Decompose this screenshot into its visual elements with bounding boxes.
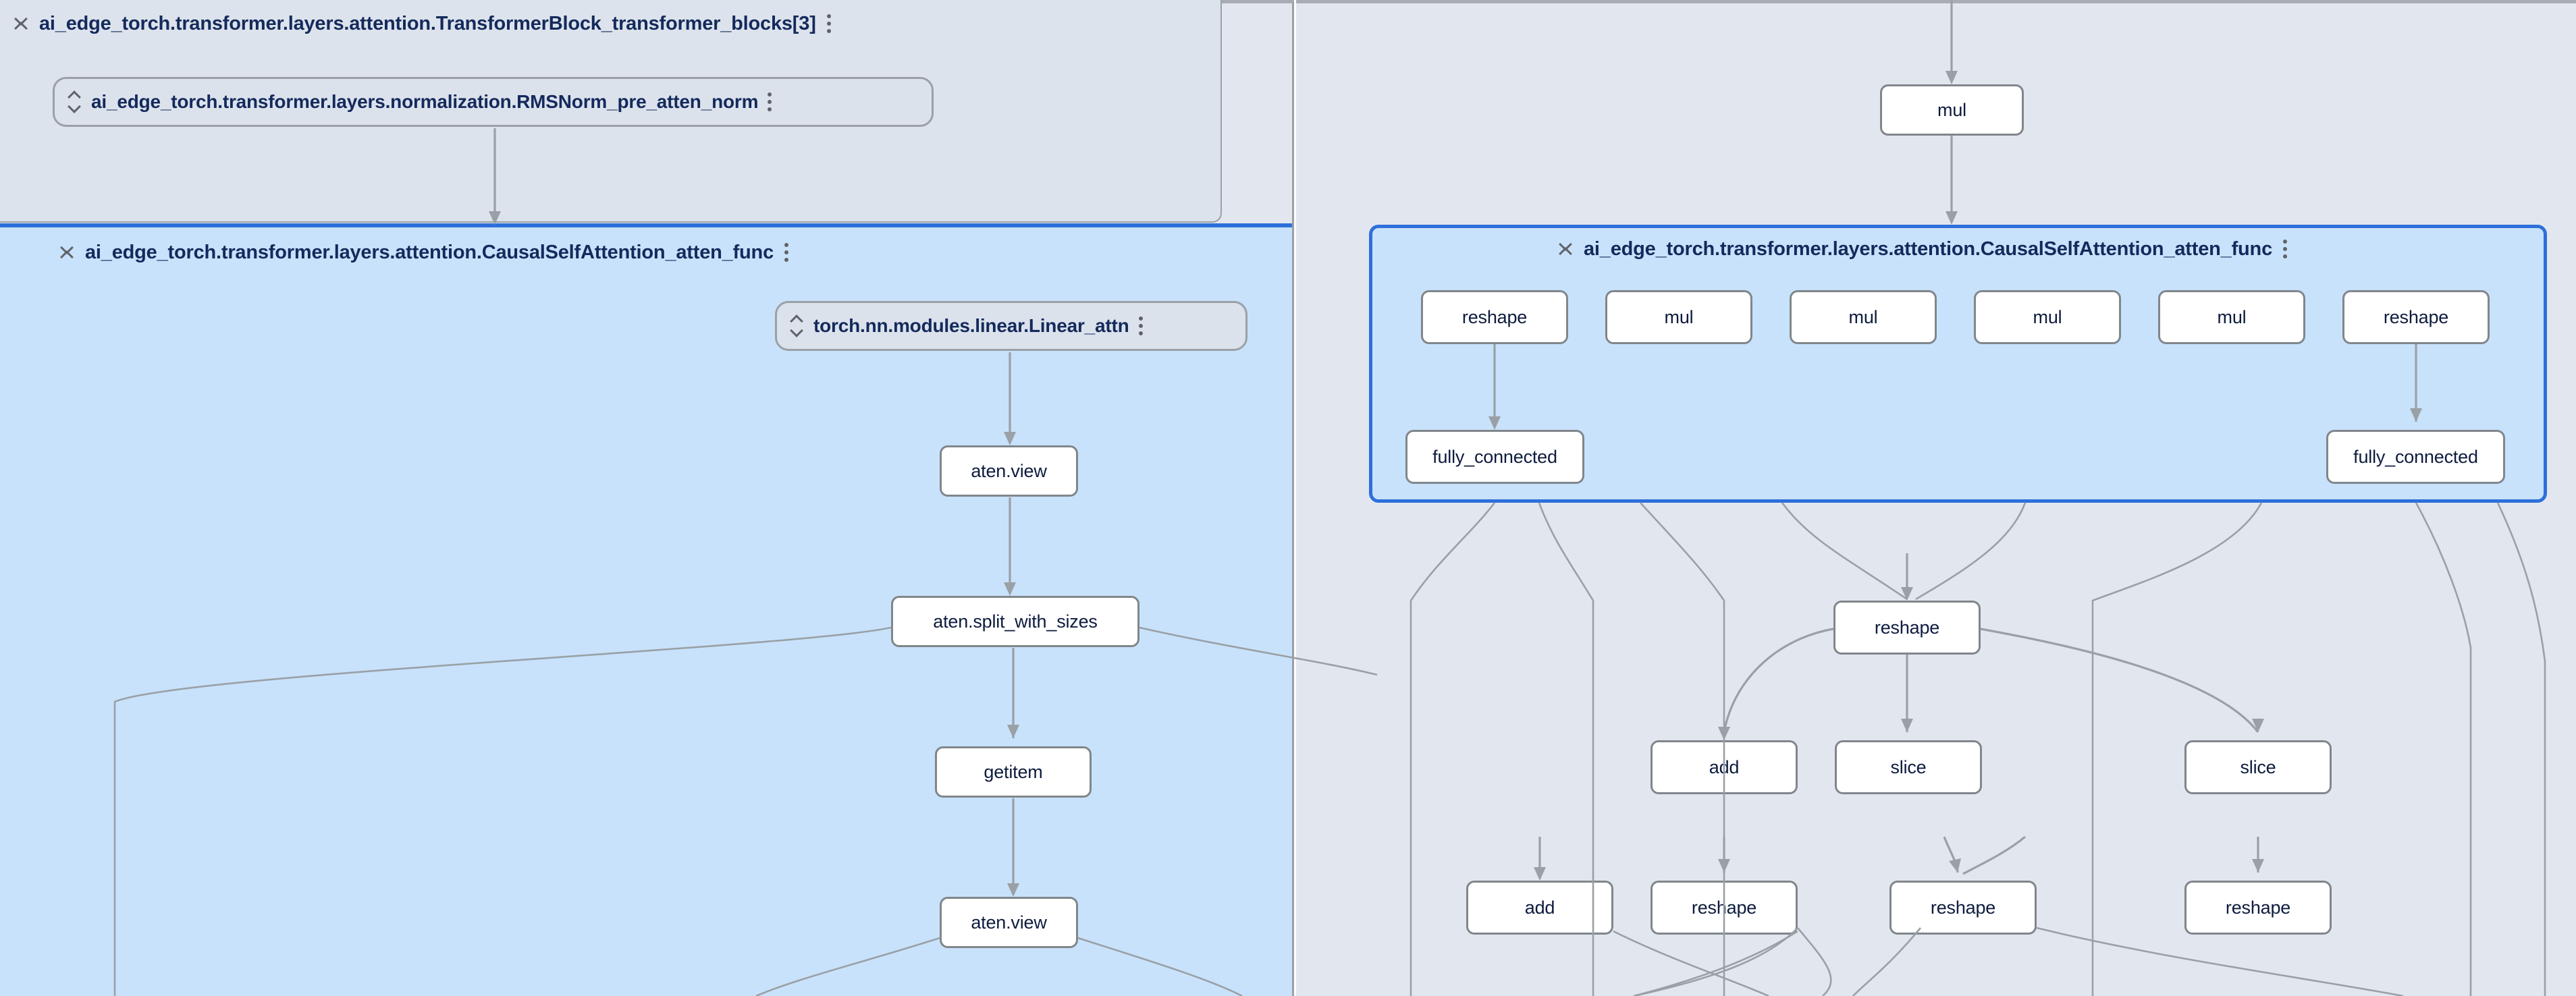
node-label: slice (1890, 756, 1927, 777)
more-options-icon[interactable] (768, 90, 773, 113)
expand-icon[interactable] (790, 314, 804, 337)
node-label: fully_connected (2353, 446, 2478, 467)
node-label-linear-attn: torch.nn.modules.linear.Linear_attn (813, 315, 1129, 336)
group-header-causal-self-attention-left[interactable]: ai_edge_torch.transformer.layers.attenti… (61, 241, 790, 264)
group-title-causal-self-attention-right: ai_edge_torch.transformer.layers.attenti… (1584, 238, 2272, 260)
node-label: reshape (2225, 897, 2291, 918)
node-label: reshape (2383, 306, 2449, 327)
node-reshape-5[interactable]: reshape (1889, 881, 2037, 935)
node-mul-1[interactable]: mul (1605, 290, 1752, 344)
node-label: aten.view (971, 912, 1047, 933)
node-label: getitem (984, 761, 1043, 782)
node-getitem[interactable]: getitem (935, 746, 1092, 798)
more-options-icon[interactable] (1138, 314, 1144, 337)
node-aten-view-2[interactable]: aten.view (940, 897, 1078, 948)
group-title-transformer-block: ai_edge_torch.transformer.layers.attenti… (39, 12, 816, 34)
node-mul-top[interactable]: mul (1880, 84, 2024, 136)
node-label: slice (2240, 756, 2276, 777)
node-add-1[interactable]: add (1651, 740, 1798, 794)
node-label: reshape (1930, 897, 1996, 918)
node-linear-attn[interactable]: torch.nn.modules.linear.Linear_attn (775, 301, 1247, 351)
group-title-causal-self-attention-left: ai_edge_torch.transformer.layers.attenti… (85, 241, 774, 263)
node-label: mul (2033, 306, 2062, 327)
node-rmsnorm-pre-atten-norm[interactable]: ai_edge_torch.transformer.layers.normali… (53, 77, 934, 127)
expand-icon[interactable] (68, 90, 82, 113)
node-fully-connected-1[interactable]: fully_connected (1405, 430, 1584, 484)
node-reshape-3[interactable]: reshape (1833, 601, 1981, 655)
more-options-icon[interactable] (826, 12, 832, 35)
node-reshape-6[interactable]: reshape (2184, 881, 2332, 935)
node-reshape-1[interactable]: reshape (1421, 290, 1568, 344)
node-label: reshape (1874, 617, 1940, 638)
more-options-icon[interactable] (2283, 238, 2288, 260)
node-label: reshape (1461, 306, 1528, 327)
node-reshape-2[interactable]: reshape (2342, 290, 2490, 344)
node-label: aten.view (971, 460, 1047, 481)
node-label: mul (1664, 306, 1694, 327)
node-label: aten.split_with_sizes (933, 611, 1098, 632)
node-mul-3[interactable]: mul (1974, 290, 2121, 344)
node-aten-view-1[interactable]: aten.view (940, 445, 1078, 497)
node-label: reshape (1691, 897, 1757, 918)
collapse-icon[interactable] (1559, 238, 1573, 260)
node-aten-split-with-sizes[interactable]: aten.split_with_sizes (891, 596, 1139, 647)
collapse-icon[interactable] (15, 12, 28, 35)
node-label: mul (1937, 99, 1966, 120)
node-label: mul (1848, 306, 1878, 327)
node-mul-4[interactable]: mul (2158, 290, 2305, 344)
node-add-2[interactable]: add (1466, 881, 1613, 935)
node-label-rmsnorm: ai_edge_torch.transformer.layers.normali… (91, 91, 759, 112)
collapse-icon[interactable] (61, 241, 74, 264)
node-label: add (1709, 756, 1740, 777)
node-label: add (1524, 897, 1555, 918)
group-header-causal-self-attention-right[interactable]: ai_edge_torch.transformer.layers.attenti… (1559, 238, 2288, 260)
group-header-transformer-block[interactable]: ai_edge_torch.transformer.layers.attenti… (15, 12, 832, 35)
node-reshape-4[interactable]: reshape (1651, 881, 1798, 935)
more-options-icon[interactable] (784, 241, 790, 264)
node-fully-connected-2[interactable]: fully_connected (2326, 430, 2505, 484)
node-slice-1[interactable]: slice (1835, 740, 1982, 794)
node-slice-2[interactable]: slice (2184, 740, 2332, 794)
node-label: fully_connected (1432, 446, 1557, 467)
node-mul-2[interactable]: mul (1790, 290, 1937, 344)
node-label: mul (2217, 306, 2247, 327)
